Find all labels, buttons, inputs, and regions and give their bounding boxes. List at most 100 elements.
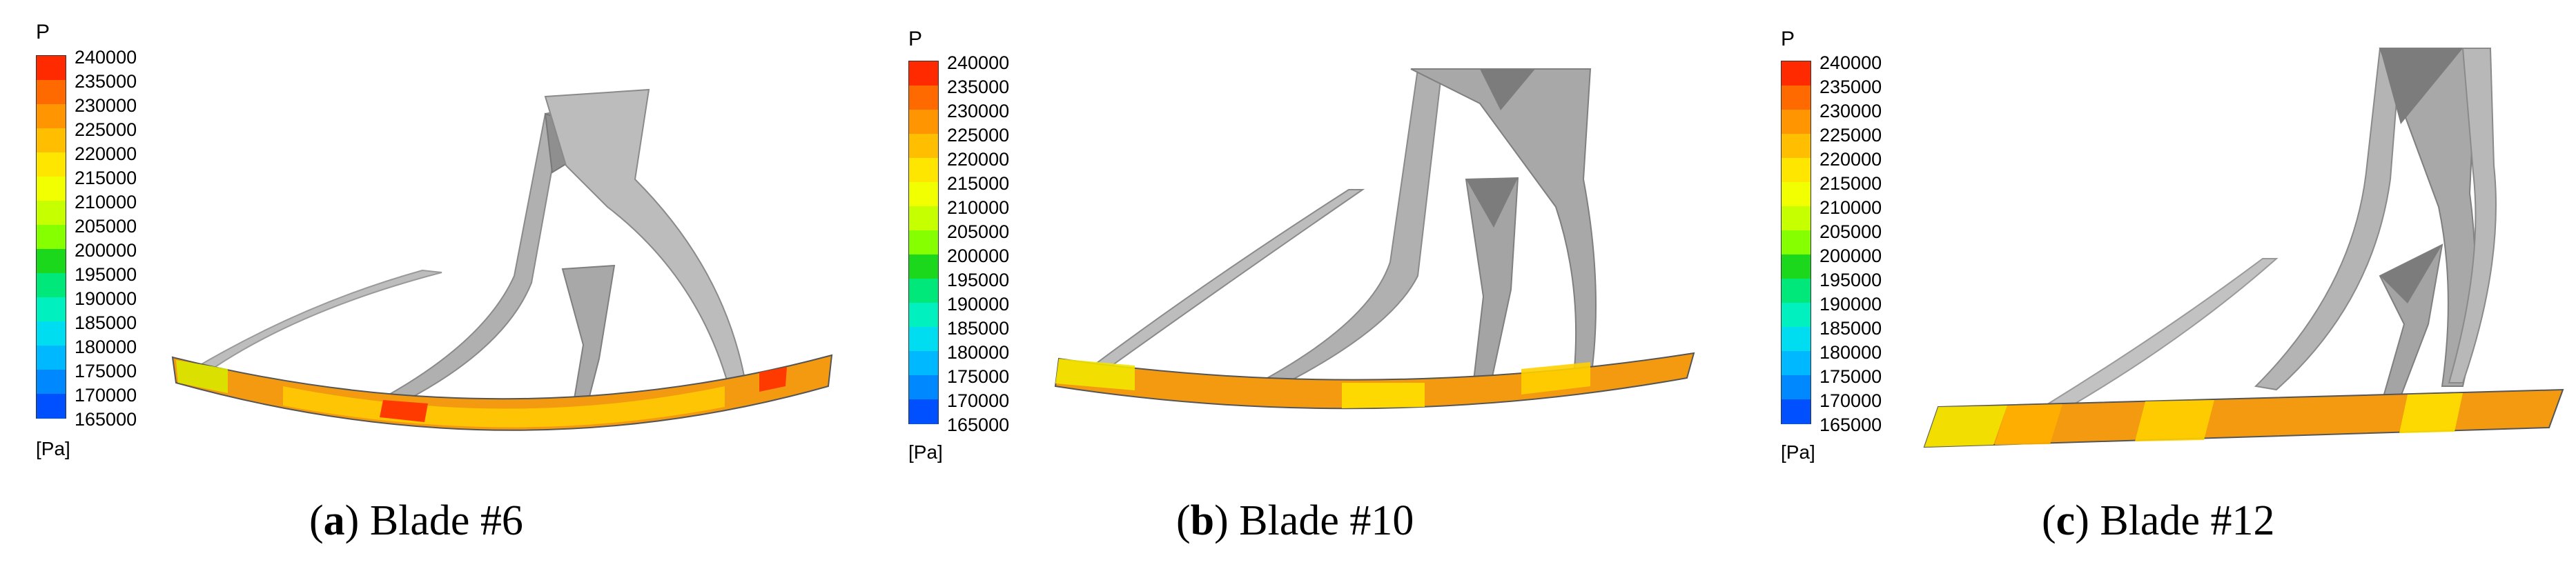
legend-color-segment (37, 297, 66, 322)
legend-tick-label: 210000 (947, 197, 1010, 218)
legend-tick-label: 170000 (947, 390, 1010, 411)
legend-color-segment (1782, 230, 1811, 255)
legend-color-segment (37, 201, 66, 226)
legend-unit: [Pa] (908, 441, 943, 463)
legend-color-segment (1782, 134, 1811, 159)
legend-tick-label: 175000 (947, 366, 1010, 387)
legend-color-segment (1782, 254, 1811, 279)
legend-tick-label: 180000 (947, 342, 1010, 363)
legend-color-segment (37, 249, 66, 274)
legend-tick-label: 205000 (1819, 221, 1882, 242)
legend-tick-label: 165000 (947, 415, 1010, 435)
legend-tick-label: 210000 (1819, 197, 1882, 218)
legend-color-segment (1782, 351, 1811, 376)
hub-ring-band (1055, 359, 1135, 390)
caption-b: (b) Blade #10 (1176, 497, 1414, 544)
hub-ring (1923, 388, 2564, 448)
blade-shape (2254, 48, 2402, 391)
legend-tick-label: 240000 (947, 52, 1010, 73)
hub-ring-band (2135, 400, 2214, 441)
blade-shape (2380, 245, 2442, 303)
blade-shape (2380, 48, 2463, 124)
blade-shape (191, 269, 442, 374)
blade-shape (1480, 69, 1535, 110)
legend-tick-label: 185000 (75, 312, 137, 333)
hub-ring-band (1995, 404, 2062, 445)
legend-color-segment (37, 370, 66, 395)
legend-color-segment (909, 61, 938, 86)
legend-tick-label: 195000 (75, 264, 137, 285)
legend-color-segment (37, 346, 66, 370)
legend-title: P (1781, 28, 1795, 50)
legend-tick-label: 165000 (1819, 415, 1882, 435)
legend-tick-label: 180000 (75, 337, 137, 357)
legend-color-segment (909, 206, 938, 231)
blade-shape (1466, 178, 1518, 228)
legend-colorbar (908, 61, 939, 424)
legend-title: P (908, 28, 923, 50)
legend-tick-label: 175000 (1819, 366, 1882, 387)
legend-color-segment (909, 254, 938, 279)
legend-tick-label: 185000 (947, 318, 1010, 339)
blade-shape (544, 88, 747, 386)
legend-title: P (36, 21, 50, 43)
legend-tick-label: 240000 (75, 47, 137, 68)
hub-ring-band (2399, 393, 2463, 433)
legend-color-segment (37, 321, 66, 346)
legend-tick-label: 230000 (1819, 101, 1882, 121)
legend-tick-label: 215000 (1819, 173, 1882, 194)
legend-color-segment (37, 177, 66, 201)
legend-color-segment (37, 152, 66, 177)
legend-tick-label: 220000 (947, 149, 1010, 170)
hub-ring (1054, 352, 1695, 410)
legend-tick-label: 165000 (75, 409, 137, 430)
blade-shape (1091, 189, 1365, 370)
hub-ring-band (176, 360, 228, 393)
blade-shape (2047, 258, 2279, 408)
hub-ring-hotspot (759, 367, 787, 392)
legend-tick-label: 200000 (947, 246, 1010, 266)
legend-color-segment (909, 327, 938, 352)
legend-color-segment (37, 80, 66, 105)
blade-shape (2448, 48, 2497, 383)
legend-colorbar (36, 55, 66, 419)
legend-tick-label: 230000 (947, 101, 1010, 121)
legend-tick-label: 195000 (947, 270, 1010, 290)
legend-color-segment (909, 182, 938, 207)
legend-tick-label: 175000 (75, 361, 137, 381)
hub-ring-band (1521, 362, 1590, 395)
legend-tick-label: 170000 (1819, 390, 1882, 411)
legend-color-segment (37, 273, 66, 298)
legend-color-segment (909, 158, 938, 183)
legend-color-segment (909, 303, 938, 328)
legend-tick-label: 215000 (75, 168, 137, 188)
legend-tick-label: 180000 (1819, 342, 1882, 363)
legend-tick-label: 235000 (1819, 77, 1882, 97)
blade-6-render (171, 88, 833, 431)
blade-10-render (1054, 68, 1695, 410)
hub-ring-hotspot (380, 400, 428, 422)
legend-color-segment (37, 104, 66, 129)
legend-tick-label: 205000 (947, 221, 1010, 242)
legend-color-segment (1782, 279, 1811, 303)
legend-tick-label: 230000 (75, 95, 137, 116)
legend-color-segment (909, 110, 938, 134)
legend-color-segment (909, 230, 938, 255)
legend-color-segment (909, 399, 938, 424)
legend-color-segment (909, 351, 938, 376)
legend-color-segment (37, 394, 66, 419)
legend-tick-label: 205000 (75, 216, 137, 237)
legend-tick-label: 240000 (1819, 52, 1882, 73)
blade-12-render (1923, 48, 2564, 448)
legend-tick-label: 190000 (75, 288, 137, 309)
legend-tick-label: 225000 (947, 125, 1010, 146)
legend-colorbar (1781, 61, 1811, 424)
legend-color-segment (1782, 158, 1811, 183)
legend-color-segment (1782, 327, 1811, 352)
legend-tick-label: 225000 (1819, 125, 1882, 146)
legend-color-segment (1782, 61, 1811, 86)
legend-color-segment (37, 128, 66, 153)
